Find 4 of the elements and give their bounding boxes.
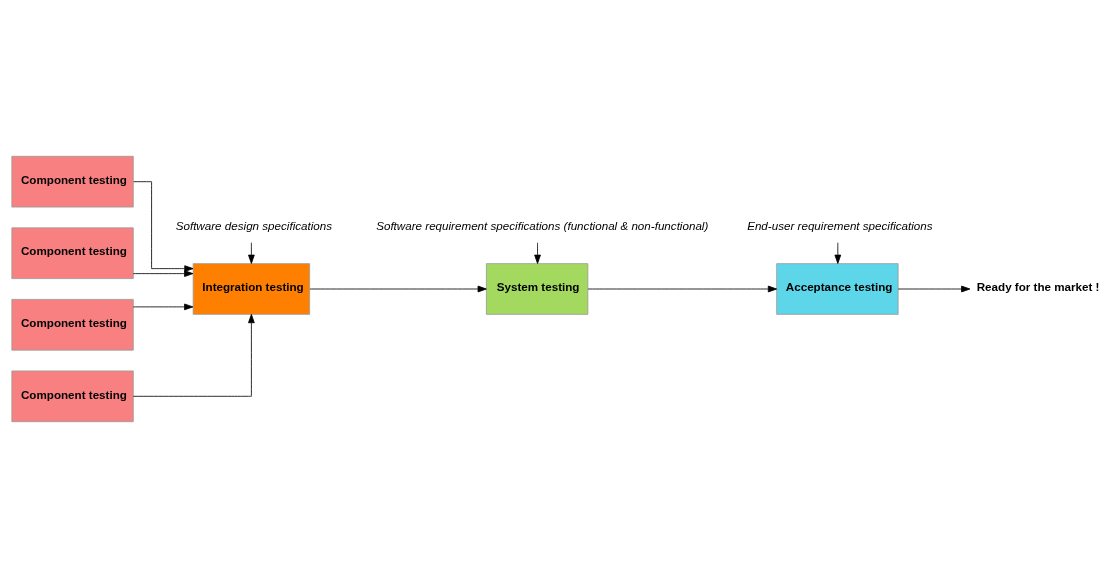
node-text: End-user requirement specifications xyxy=(747,218,933,232)
node-text: Software requirement specifications (functional & non-functional) xyxy=(376,218,709,232)
node-text: Software design specifications xyxy=(175,218,333,232)
node-text: Ready for the market ! xyxy=(976,280,1100,294)
